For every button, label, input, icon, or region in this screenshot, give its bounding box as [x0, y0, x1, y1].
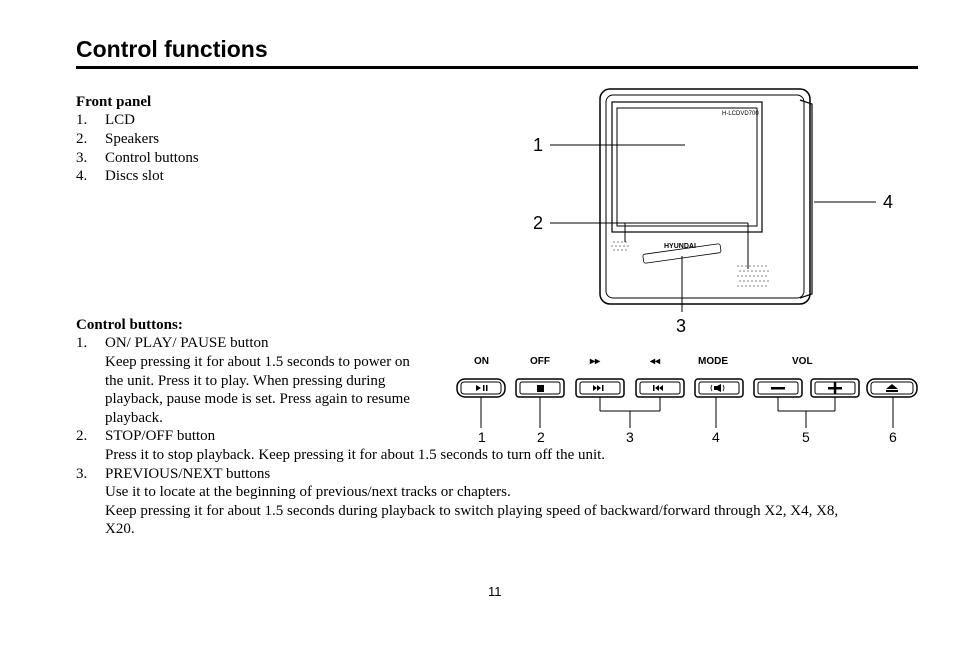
control-item-1-title: ON/ PLAY/ PAUSE button	[105, 335, 269, 351]
page-heading: Control functions	[76, 36, 268, 62]
label-backward: ◂◂	[649, 356, 661, 367]
label-on: ON	[474, 356, 489, 367]
mode-button	[694, 378, 744, 398]
page-number: 11	[488, 584, 502, 599]
callout-2: 2	[533, 213, 543, 233]
front-panel-title: Front panel	[76, 94, 152, 110]
front-panel-item-lcd: LCD	[105, 112, 135, 128]
label-off: OFF	[530, 356, 550, 367]
callout-1: 1	[533, 135, 543, 155]
stop-button	[515, 378, 565, 398]
callout-4: 4	[883, 192, 893, 212]
control-item-3-desc-line: Keep pressing it for about 1.5 seconds d…	[105, 503, 839, 519]
button-callout-4: 4	[712, 429, 720, 445]
heading-rule	[76, 66, 918, 69]
speaker-grille-right	[737, 265, 769, 287]
button-callout-5: 5	[802, 429, 810, 445]
front-panel-item-control-buttons: Control buttons	[105, 150, 199, 166]
label-forward: ▸▸	[589, 356, 601, 367]
label-mode: MODE	[698, 356, 728, 367]
control-item-1-desc-line: Keep pressing it for about 1.5 seconds t…	[105, 354, 410, 370]
button-callout-2: 2	[537, 429, 545, 445]
control-item-2-title: STOP/OFF button	[105, 428, 216, 444]
eject-button	[866, 378, 918, 398]
button-callout-6: 6	[889, 429, 897, 445]
brand-logo: HYUNDAI	[664, 243, 696, 250]
control-buttons-title: Control buttons:	[76, 317, 183, 333]
play-pause-button	[456, 378, 506, 398]
volume-down-button	[753, 378, 803, 398]
device-front-illustration: H-LCDVD700 HYUNDAI 1 2 3 4	[533, 88, 893, 336]
control-item-2-desc: Press it to stop playback. Keep pressing…	[105, 447, 606, 463]
control-item-3-title: PREVIOUS/NEXT buttons	[105, 466, 271, 482]
front-panel-num-2: 2.	[76, 131, 88, 147]
model-label: H-LCDVD700	[722, 111, 759, 117]
control-buttons-illustration: ON OFF ▸▸ ◂◂ MODE VOL	[456, 356, 918, 445]
front-panel-item-speakers: Speakers	[105, 131, 160, 147]
front-panel-num-3: 3.	[76, 150, 88, 166]
front-panel-num-4: 4.	[76, 168, 88, 184]
control-item-3-desc-line: X20.	[105, 521, 135, 537]
button-callout-3: 3	[626, 429, 634, 445]
control-num-2: 2.	[76, 428, 88, 444]
next-button	[575, 378, 625, 398]
button-callout-1: 1	[478, 429, 486, 445]
callout-3: 3	[676, 316, 686, 336]
front-panel-num-1: 1.	[76, 112, 88, 128]
speaker-grille-left	[611, 241, 629, 251]
control-item-3-desc-line: Use it to locate at the beginning of pre…	[105, 484, 511, 500]
control-num-3: 3.	[76, 466, 88, 482]
front-panel-item-discs-slot: Discs slot	[105, 168, 164, 184]
control-num-1: 1.	[76, 335, 88, 351]
control-item-1-desc-line: the unit. Press it to play. When pressin…	[105, 373, 386, 389]
label-vol: VOL	[792, 356, 813, 367]
control-item-1-desc-line: playback.	[105, 410, 163, 426]
control-item-1-desc-line: playback, pause mode is set. Press again…	[105, 391, 410, 407]
volume-up-button	[810, 378, 860, 398]
previous-button	[635, 378, 685, 398]
